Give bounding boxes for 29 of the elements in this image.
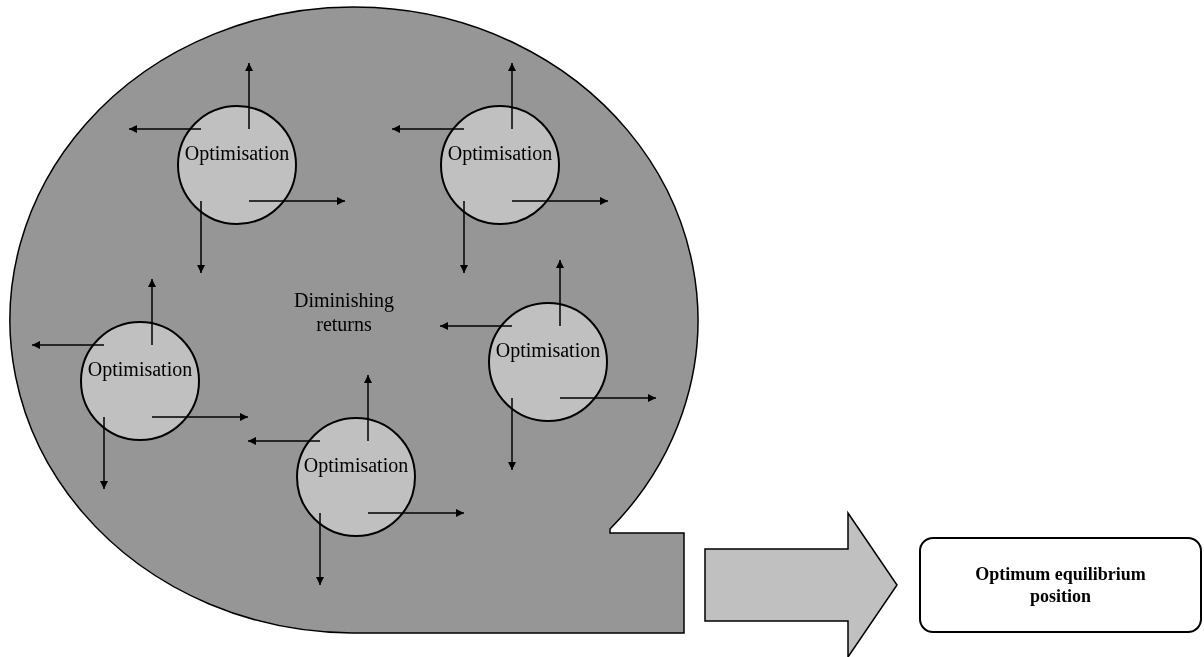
circle-label: Optimisation [87,357,193,381]
arrow [128,125,202,133]
arrow [367,509,465,517]
arrow [556,259,564,327]
circle-label: Optimisation [447,141,553,165]
arrow [511,197,609,205]
result-label: Optimum equilibrium position [974,563,1147,607]
arrow [391,125,465,133]
arrow [460,200,468,274]
arrow [559,394,657,402]
arrow [197,200,205,274]
block-arrow [704,510,898,657]
arrow [508,397,516,471]
result-box [919,537,1202,633]
region-label: Diminishing returns [293,288,395,336]
arrow [508,62,516,130]
circle-label: Optimisation [495,338,601,362]
arrow [248,197,346,205]
arrow [364,374,372,442]
arrow [148,278,156,346]
arrow [151,413,249,421]
circle-label: Optimisation [184,141,290,165]
arrow [247,437,321,445]
arrow [100,416,108,490]
arrow [439,322,513,330]
arrow [31,341,105,349]
arrow [316,512,324,586]
arrow [245,62,253,130]
circle-label: Optimisation [303,453,409,477]
